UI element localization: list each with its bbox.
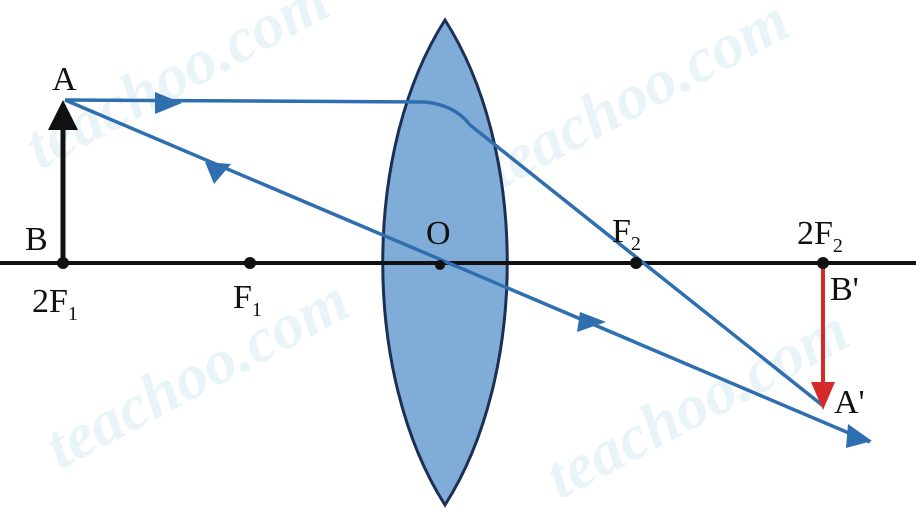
point-f1 — [244, 257, 256, 269]
point-2f2 — [817, 257, 829, 269]
label-2f2: 2F2 — [797, 215, 843, 257]
label-o: O — [426, 215, 451, 252]
ray-parallel — [64, 98, 824, 407]
ray-end-arrow — [846, 424, 872, 448]
image-arrow-head — [811, 382, 835, 410]
watermark-text: teachoo.com — [33, 264, 360, 483]
point-2f1 — [57, 257, 69, 269]
ray-center-arrow-2 — [577, 312, 606, 332]
label-2f1: 2F1 — [32, 283, 78, 325]
label-f1: F1 — [233, 279, 262, 321]
ray-through-center — [64, 98, 871, 444]
label-a-prime: A' — [834, 384, 865, 421]
point-f2 — [630, 257, 642, 269]
label-b: B — [25, 221, 48, 258]
ray-center-arrow-1 — [205, 162, 231, 184]
object-arrow-head — [48, 100, 78, 130]
point-o — [435, 260, 445, 270]
label-a: A — [52, 61, 77, 98]
ray-parallel-arrow — [155, 92, 182, 114]
label-f2: F2 — [612, 213, 641, 255]
label-b-prime: B' — [830, 271, 859, 308]
watermark-text: teachoo.com — [473, 0, 800, 202]
